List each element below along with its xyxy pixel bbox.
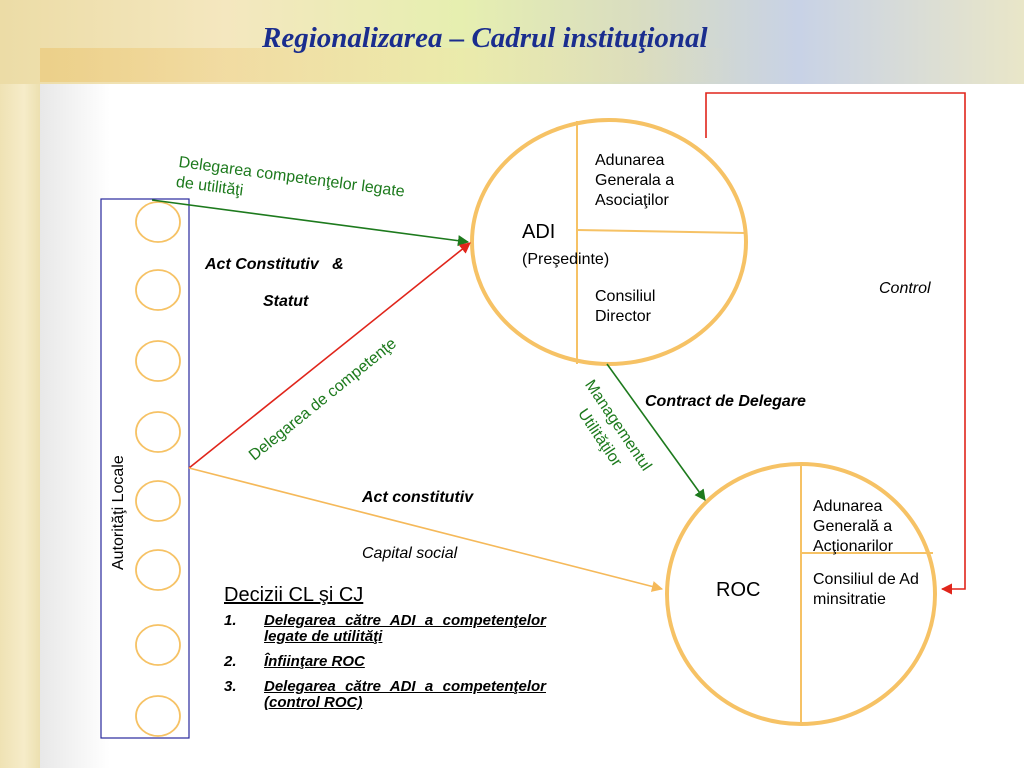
decision-number: 2. [224,653,237,670]
authority-circle [135,201,181,243]
authority-circle [135,411,181,453]
adi-general-assembly: Adunarea Generala a Asociaţilor [595,152,675,209]
management-arrow [606,363,706,501]
adi-president: (Preşedinte) [522,251,610,268]
capital-arrow [188,467,664,592]
decisions-title: Decizii CL şi CJ [224,584,364,606]
decisions-list: 1. Delegarea către ADI a competenţelor le… [224,613,546,711]
authorities-label: Autorităţi Locale [110,455,127,570]
authority-circle [135,480,181,522]
decision-item: 1. Delegarea către ADI a competenţelor le… [224,613,546,645]
act-constitutive-label: Act Constitutiv & [205,256,344,273]
statute-label: Statut [263,293,309,310]
adi-circle [470,118,748,366]
decision-number: 3. [224,678,237,695]
background-shade [40,84,110,768]
decision-item: 3. Delegarea către ADI a competenţelor (c… [224,679,546,711]
authority-circle [135,269,181,311]
roc-board: Consiliul de Adminsitratie [813,571,919,608]
control-label: Control [879,280,931,297]
decisions-block: Decizii CL şi CJ 1. Delegarea către ADI a… [224,584,546,720]
roc-general-assembly: Adunarea Generală a Acţionarilor [813,498,894,555]
decision-number: 1. [224,612,237,629]
control-arrow [705,92,966,595]
roc-name: ROC [716,579,761,601]
decision-text: Delegarea către ADI a competenţelor lega… [264,612,546,645]
capital-label: Capital social [362,545,458,562]
background-top-band [40,48,740,82]
authority-circle [135,695,181,737]
decision-item: 2. Înfiinţare ROC [224,654,546,670]
delegation-competence-arrow [188,242,471,469]
contract-label: Contract de Delegare [645,393,806,410]
authority-circle [135,340,181,382]
authority-circle [135,549,181,591]
act-constitutiv-label: Act constitutiv [362,489,474,506]
background-left-texture [0,0,40,768]
decision-text: Înfiinţare ROC [264,653,365,670]
adi-director-board: Consiliul Director [595,288,656,325]
delegation-arrow [151,199,470,247]
slide-title: Regionalizarea – Cadrul instituţional [262,22,708,54]
authority-circle [135,624,181,666]
adi-divider-horizontal [576,229,746,234]
adi-name: ADI [522,221,556,243]
decision-text: Delegarea către ADI a competenţelor (con… [264,678,546,711]
authority-circles [135,201,181,737]
